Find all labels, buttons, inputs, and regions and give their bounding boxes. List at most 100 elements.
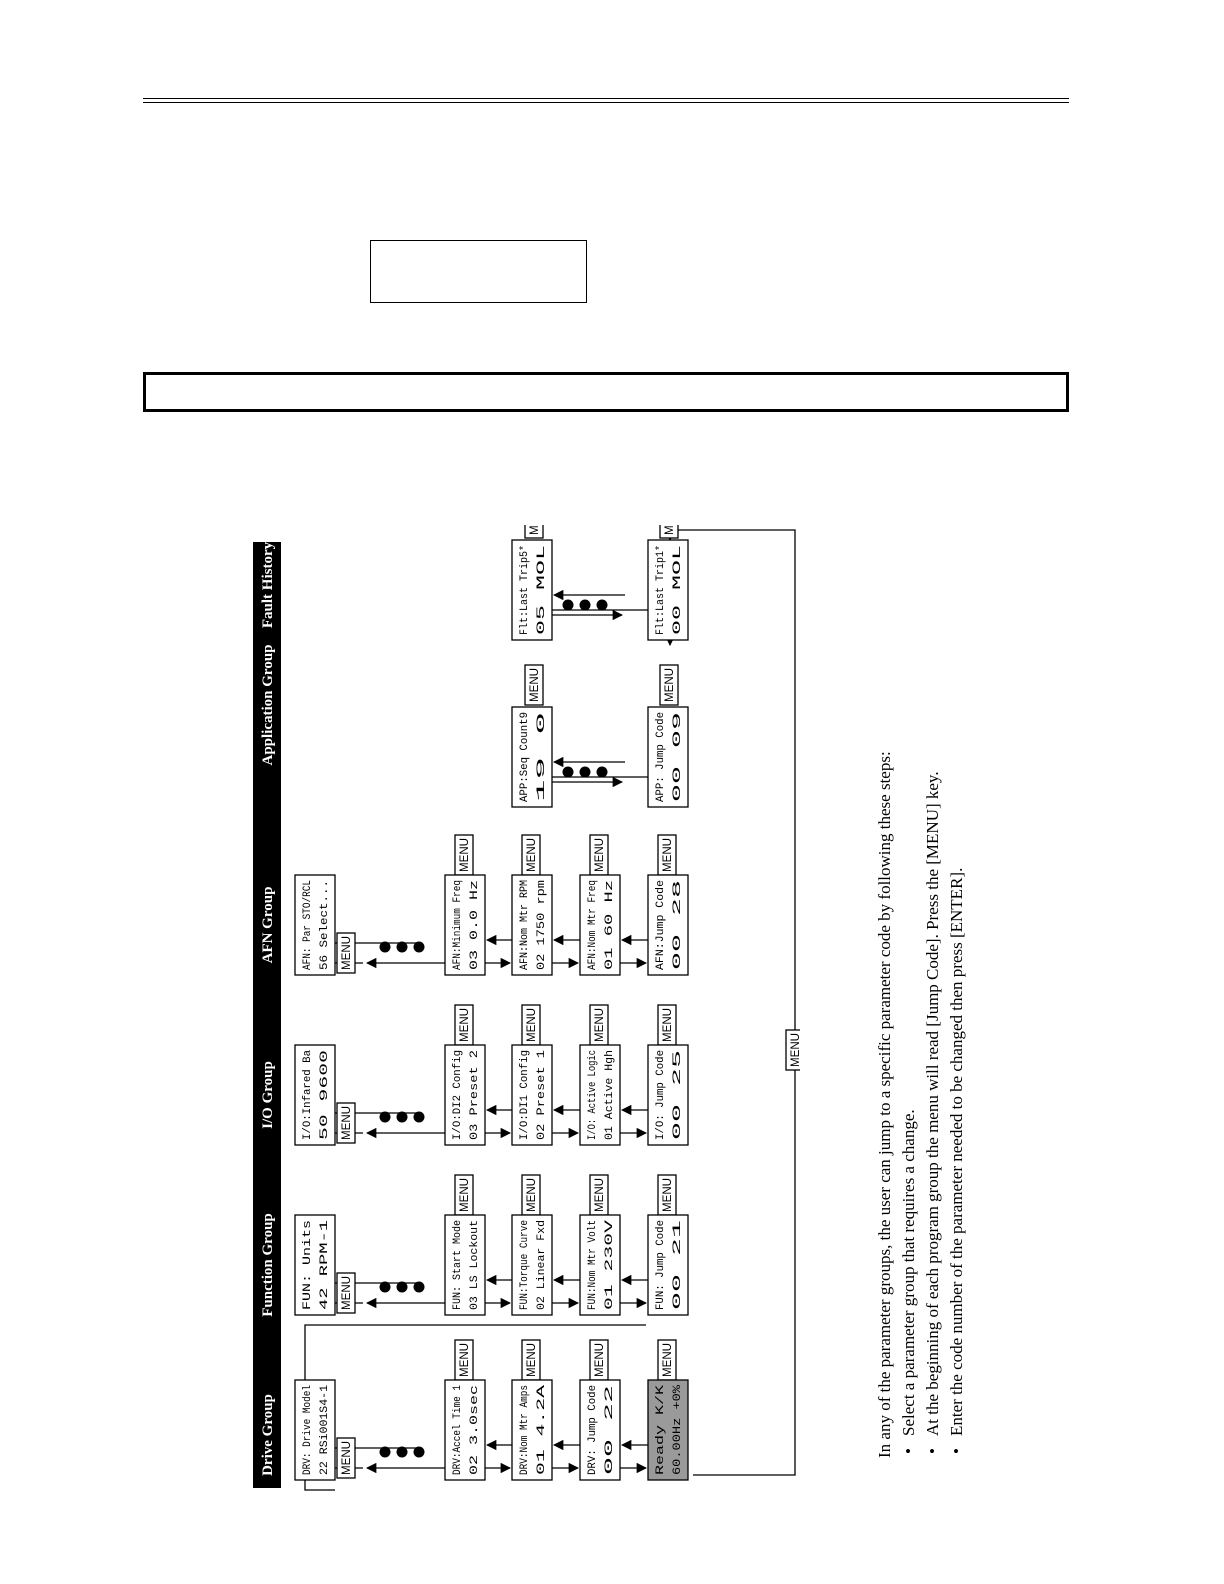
menu-key-2-jump-label: MENU	[660, 1008, 674, 1042]
blank-frame	[370, 240, 587, 303]
menu-key-5-jump-label: MENU	[662, 525, 676, 535]
menu-key-0-jump: MENU	[657, 1339, 677, 1381]
menu-key-3-row-2-label: MENU	[524, 838, 538, 872]
display-1-first-line1: FUN: Units	[302, 1220, 314, 1310]
menu-key-3-row-1-label: MENU	[457, 838, 471, 872]
display-1-row-1: FUN:Torque Curve 02 Linear Fxd	[511, 1214, 553, 1316]
group-header-2: I/O Group	[260, 1061, 276, 1129]
menu-key-2-jump: MENU	[657, 1004, 677, 1046]
display-0-row-0-line1: DRV:Accel Time 1	[452, 1385, 464, 1475]
display-2-row-0-line1: I/O:DI2 Config	[452, 1050, 464, 1140]
display-2-row-1: I/O:DI1 Config 02 Preset 1	[511, 1044, 553, 1146]
display-0-row-1-line2: 01 4.2A	[536, 1384, 548, 1475]
display-2-row-1-line2: 02 Preset 1	[536, 1050, 548, 1140]
menu-key-1-first-label: MENU	[339, 1276, 353, 1310]
group-header-bar	[253, 542, 281, 1488]
menu-key-0-first-label: MENU	[339, 1441, 353, 1475]
instructions-text: In any of the parameter groups, the user…	[875, 751, 966, 1458]
menu-key-3-first: MENU	[336, 932, 356, 974]
menu-key-1-row-3: MENU	[589, 1174, 609, 1216]
display-3-jump-line2: 00 28	[672, 880, 684, 970]
menu-key-0-row-2-label: MENU	[524, 1343, 538, 1377]
menu-key-1-jump-label: MENU	[660, 1178, 674, 1212]
menu-key-2-row-3: MENU	[589, 1004, 609, 1046]
menu-key-3-row-2: MENU	[521, 834, 541, 876]
display-0-row-2-line1: DRV: Jump Code	[587, 1385, 599, 1475]
display-3-row-0-line2: 03 0.0 Hz	[469, 880, 481, 970]
menu-key-5-first-label: MENU	[527, 525, 541, 535]
menu-key-4-jump: MENU	[659, 664, 679, 706]
display-3-row-1-line1: AFN:Nom Mtr RPM	[519, 880, 531, 970]
menu-key-0-row-3: MENU	[589, 1339, 609, 1381]
header-rule-bottom	[143, 102, 1069, 103]
display-0-row-1: DRV:Nom Mtr Amps 01 4.2A	[511, 1379, 553, 1481]
menu-key-3-row-3: MENU	[589, 834, 609, 876]
display-4-first-line2: 19 0	[536, 712, 548, 802]
menu-key-4-jump-label: MENU	[662, 668, 676, 702]
display-1-jump: FUN: Jump Code 00 21	[647, 1214, 689, 1316]
header-rule-top	[143, 98, 1069, 99]
display-4-first-line1: APP:Seq Count9	[519, 712, 531, 802]
ellipsis-2	[379, 1111, 425, 1123]
menu-key-4-first-label: MENU	[527, 668, 541, 702]
step-2: At the beginning of each program group t…	[923, 771, 942, 1436]
menu-key-2-row-2-label: MENU	[524, 1008, 538, 1042]
bullet-2: •	[923, 1448, 942, 1454]
section-title-bar	[143, 372, 1069, 412]
group-header-4: Application Group	[260, 644, 276, 765]
display-3-first-line2: 56 Select...	[319, 880, 331, 970]
menu-key-1-row-2: MENU	[521, 1174, 541, 1216]
instructions-intro: In any of the parameter groups, the user…	[875, 751, 894, 1458]
display-1-row-1-line1: FUN:Torque Curve	[519, 1220, 531, 1310]
menu-key-5-jump: MENU	[659, 525, 679, 539]
menu-key-2-row-1-label: MENU	[457, 1008, 471, 1042]
menu-key-2-first-label: MENU	[339, 1106, 353, 1140]
menu-key-0-row-3-label: MENU	[592, 1343, 606, 1377]
display-1-jump-line1: FUN: Jump Code	[655, 1220, 667, 1310]
display-3-row-0-line1: AFN:Minimum Freq	[452, 880, 464, 970]
display-5-jump-line2: 00 MOL	[672, 545, 684, 635]
display-1-row-1-line2: 02 Linear Fxd	[536, 1220, 548, 1310]
group-header-3: AFN Group	[260, 887, 276, 964]
menu-key-1-row-2-label: MENU	[524, 1178, 538, 1212]
display-0-row-1-line1: DRV:Nom Mtr Amps	[519, 1385, 531, 1475]
ellipsis-0	[379, 1446, 425, 1458]
menu-key-2-row-2: MENU	[521, 1004, 541, 1046]
display-5-first-line2: 05 MOL	[536, 545, 548, 635]
step-3: Enter the code number of the parameter n…	[947, 868, 966, 1436]
menu-key-1-first: MENU	[336, 1272, 356, 1314]
ellipsis-5	[562, 599, 608, 611]
menu-key-3-jump-label: MENU	[660, 838, 674, 872]
ready-display: Ready K/K 60.00Hz +0%	[647, 1379, 689, 1481]
menu-key-4-first: MENU	[524, 664, 544, 706]
display-2-row-0-line2: 03 Preset 2	[469, 1050, 481, 1140]
menu-key-loop: MENU	[785, 1029, 800, 1071]
bullet-3: •	[947, 1448, 966, 1454]
display-2-first-line2: 50 9600	[319, 1050, 331, 1140]
ready-display-line1: Ready K/K	[655, 1384, 667, 1475]
display-3-first-line1: AFN: Par STO/RCL	[302, 880, 314, 970]
display-2-jump-line1: I/O: Jump Code	[655, 1050, 667, 1140]
menu-key-0-row-1-label: MENU	[457, 1343, 471, 1377]
menu-key-3-row-1: MENU	[454, 834, 474, 876]
menu-key-2-row-3-label: MENU	[592, 1008, 606, 1042]
display-1-row-0-line1: FUN: Start Mode	[452, 1220, 464, 1310]
display-5-jump-line1: Flt:Last Trip1*	[655, 545, 667, 635]
display-4-first: APP:Seq Count9 19 0	[511, 706, 553, 808]
menu-key-loop-label: MENU	[788, 1033, 800, 1067]
display-2-row-1-line1: I/O:DI1 Config	[519, 1050, 531, 1140]
display-1-jump-line2: 00 21	[672, 1219, 684, 1310]
group-header-5: Fault History	[260, 541, 276, 628]
display-5-first: Flt:Last Trip5*05 MOL	[511, 539, 553, 641]
display-3-row-2-line1: AFN:Nom Mtr Freq	[587, 880, 599, 970]
display-1-row-2-line1: FUN:Nom Mtr Volt	[587, 1220, 599, 1310]
